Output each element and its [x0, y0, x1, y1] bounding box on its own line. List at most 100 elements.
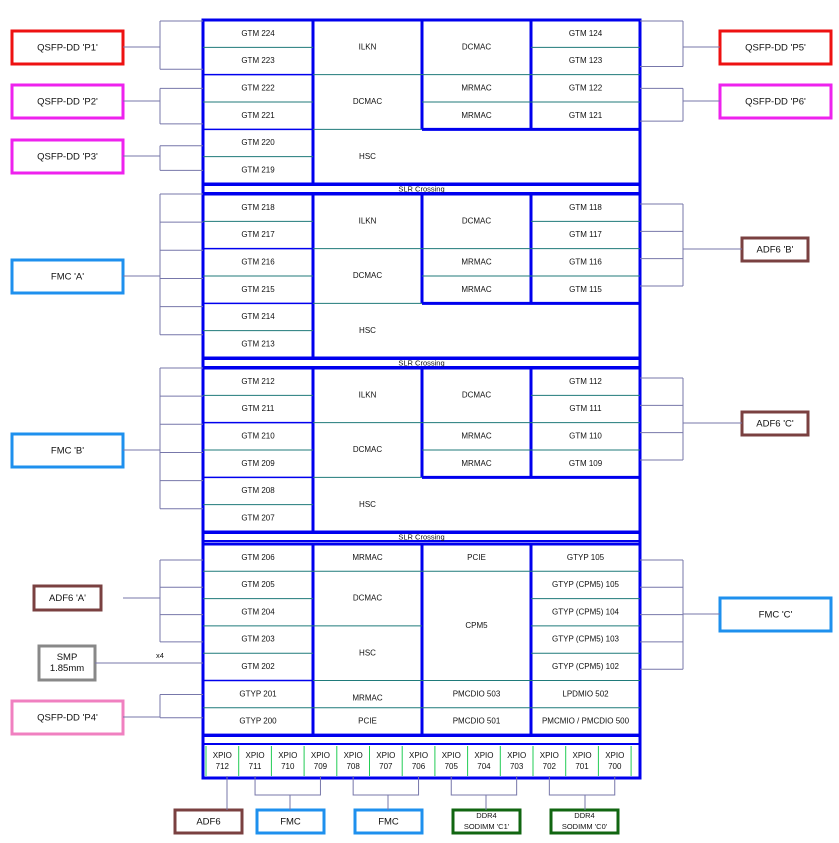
xpio-bank-number: 706	[412, 762, 426, 771]
gt-quad-label: GTYP (CPM5) 104	[552, 607, 620, 616]
ip-block-label: ILKN	[359, 42, 377, 51]
smp-lane-count: x4	[156, 651, 164, 660]
gt-quad-label: GTM 202	[241, 662, 275, 671]
xpio-bank-label: XPIO	[572, 751, 591, 760]
smp-connector-label-line1: SMP	[57, 652, 78, 663]
ip-block-label: DCMAC	[353, 271, 383, 280]
gt-quad-label: GTM 214	[241, 312, 275, 321]
gt-quad-label: GTM 221	[241, 111, 275, 120]
ip-block-label: MRMAC	[461, 111, 491, 120]
wire	[450, 776, 518, 796]
xpio-bank-number: 705	[445, 762, 459, 771]
gt-quad-label: GTM 203	[241, 635, 275, 644]
qsfp-p2-connector	[10, 83, 125, 120]
xpio-bank-number: 708	[346, 762, 360, 771]
xpio-bank-label: XPIO	[245, 751, 264, 760]
gt-quad-label: GTM 115	[569, 285, 602, 294]
ip-block-label: HSC	[359, 500, 376, 509]
slr-crossing-label: SLR Crossing	[398, 358, 444, 367]
wire	[254, 776, 321, 796]
gt-quad-label: GTM 208	[241, 486, 275, 495]
gt-quad-label: GTM 204	[241, 607, 275, 616]
gt-quad-label: GTM 110	[569, 431, 602, 440]
adf6-c-connector-label: ADF6 'C'	[756, 419, 794, 430]
xpio-bank-number: 712	[216, 762, 230, 771]
xpio-bank-label: XPIO	[213, 751, 232, 760]
gt-quad-label: GTM 111	[569, 404, 602, 413]
ip-block-label: CPM5	[465, 621, 488, 630]
gt-quad-label: GTM 223	[241, 56, 275, 65]
slr-crossing-band	[202, 532, 641, 542]
ip-block-label: MRMAC	[461, 285, 491, 294]
ip-block-label: ILKN	[359, 216, 377, 225]
fmc-c-connector-label: FMC 'C'	[759, 610, 793, 621]
qsfp-p4-connector-label: QSFP-DD 'P4'	[37, 713, 98, 724]
gt-quad-label: GTM 218	[241, 203, 275, 212]
adf6-a-connector	[32, 584, 103, 612]
gt-quad-label: PMCMIO / PMCDIO 500	[542, 717, 630, 726]
ddr4-sodimm-c0-label-line2: SODIMM 'C0'	[562, 822, 608, 831]
xpio-bank-label: XPIO	[311, 751, 330, 760]
xpio-bank-label: XPIO	[507, 751, 526, 760]
xpio-bank-number: 703	[510, 762, 524, 771]
ip-block-label: PCIE	[358, 717, 377, 726]
ddr4-sodimm-c1-label-line1: DDR4	[476, 811, 496, 820]
xpio-bank-number: 711	[249, 762, 262, 771]
xpio-bank-label: XPIO	[409, 751, 428, 760]
ip-block-label: HSC	[359, 326, 376, 335]
ip-block-label: DCMAC	[353, 594, 383, 603]
gt-quad-label: GTM 213	[241, 339, 275, 348]
xpio-bank-number: 710	[281, 762, 295, 771]
ip-block-label: PMCDIO 503	[453, 689, 501, 698]
ip-block-label: DCMAC	[462, 216, 492, 225]
bottom-fmc-connector-1-label: FMC	[280, 817, 301, 828]
bottom-fmc-connector-2-label: FMC	[378, 817, 399, 828]
xpio-bank-label: XPIO	[344, 751, 363, 760]
gt-quad-label: GTYP 200	[239, 717, 277, 726]
wire	[352, 776, 420, 796]
wire	[548, 776, 616, 796]
ddr4-sodimm-c1-label-line2: SODIMM 'C1'	[464, 822, 510, 831]
gt-quad-label: GTM 210	[241, 431, 275, 440]
gt-quad-label: GTYP (CPM5) 105	[552, 580, 620, 589]
qsfp-p6-connector-label: QSFP-DD 'P6'	[745, 97, 806, 108]
smp-connector	[37, 644, 97, 682]
gt-quad-label: GTM 216	[241, 257, 275, 266]
ip-block-label: DCMAC	[353, 445, 383, 454]
ip-block-label: MRMAC	[352, 693, 382, 702]
qsfp-p6-connector	[718, 83, 833, 120]
xpio-bank-number: 701	[575, 762, 589, 771]
xpio-bank-number: 700	[608, 762, 622, 771]
gt-quad-label: GTYP 105	[567, 553, 605, 562]
xpio-bank-number: 707	[379, 762, 393, 771]
gt-quad-label: GTM 122	[569, 83, 603, 92]
gt-quad-label: GTM 205	[241, 580, 275, 589]
xpio-bank-number: 704	[477, 762, 491, 771]
gt-quad-label: GTYP 201	[239, 689, 277, 698]
ip-block-label: PCIE	[467, 553, 486, 562]
xpio-bank-label: XPIO	[278, 751, 297, 760]
gt-quad-label: GTM 207	[241, 513, 275, 522]
xpio-bank-label: XPIO	[605, 751, 624, 760]
gt-quad-label: LPDMIO 502	[562, 689, 609, 698]
xpio-bank-label: XPIO	[540, 751, 559, 760]
qsfp-p2-connector-label: QSFP-DD 'P2'	[37, 97, 98, 108]
ip-block-label: HSC	[359, 152, 376, 161]
ip-block-label: MRMAC	[461, 459, 491, 468]
fmc-b-connector-label: FMC 'B'	[51, 446, 84, 457]
gt-quad-label: GTM 215	[241, 285, 275, 294]
bottom-adf6-connector	[173, 808, 244, 835]
gt-quad-label: GTM 209	[241, 459, 275, 468]
fmc-b-connector	[10, 432, 125, 469]
gt-quad-label: GTYP (CPM5) 102	[552, 662, 620, 671]
gt-quad-label: GTM 112	[569, 377, 602, 386]
gt-quad-label: GTM 121	[569, 111, 603, 120]
slr-crossing-label: SLR Crossing	[398, 184, 444, 193]
bottom-adf6-connector-label: ADF6	[196, 817, 220, 828]
ip-block-label: DCMAC	[353, 97, 383, 106]
gt-quad-label: GTM 217	[241, 230, 275, 239]
xpio-separator-band	[202, 735, 641, 745]
ip-block-label: MRMAC	[352, 553, 382, 562]
ip-block-label: MRMAC	[461, 83, 491, 92]
